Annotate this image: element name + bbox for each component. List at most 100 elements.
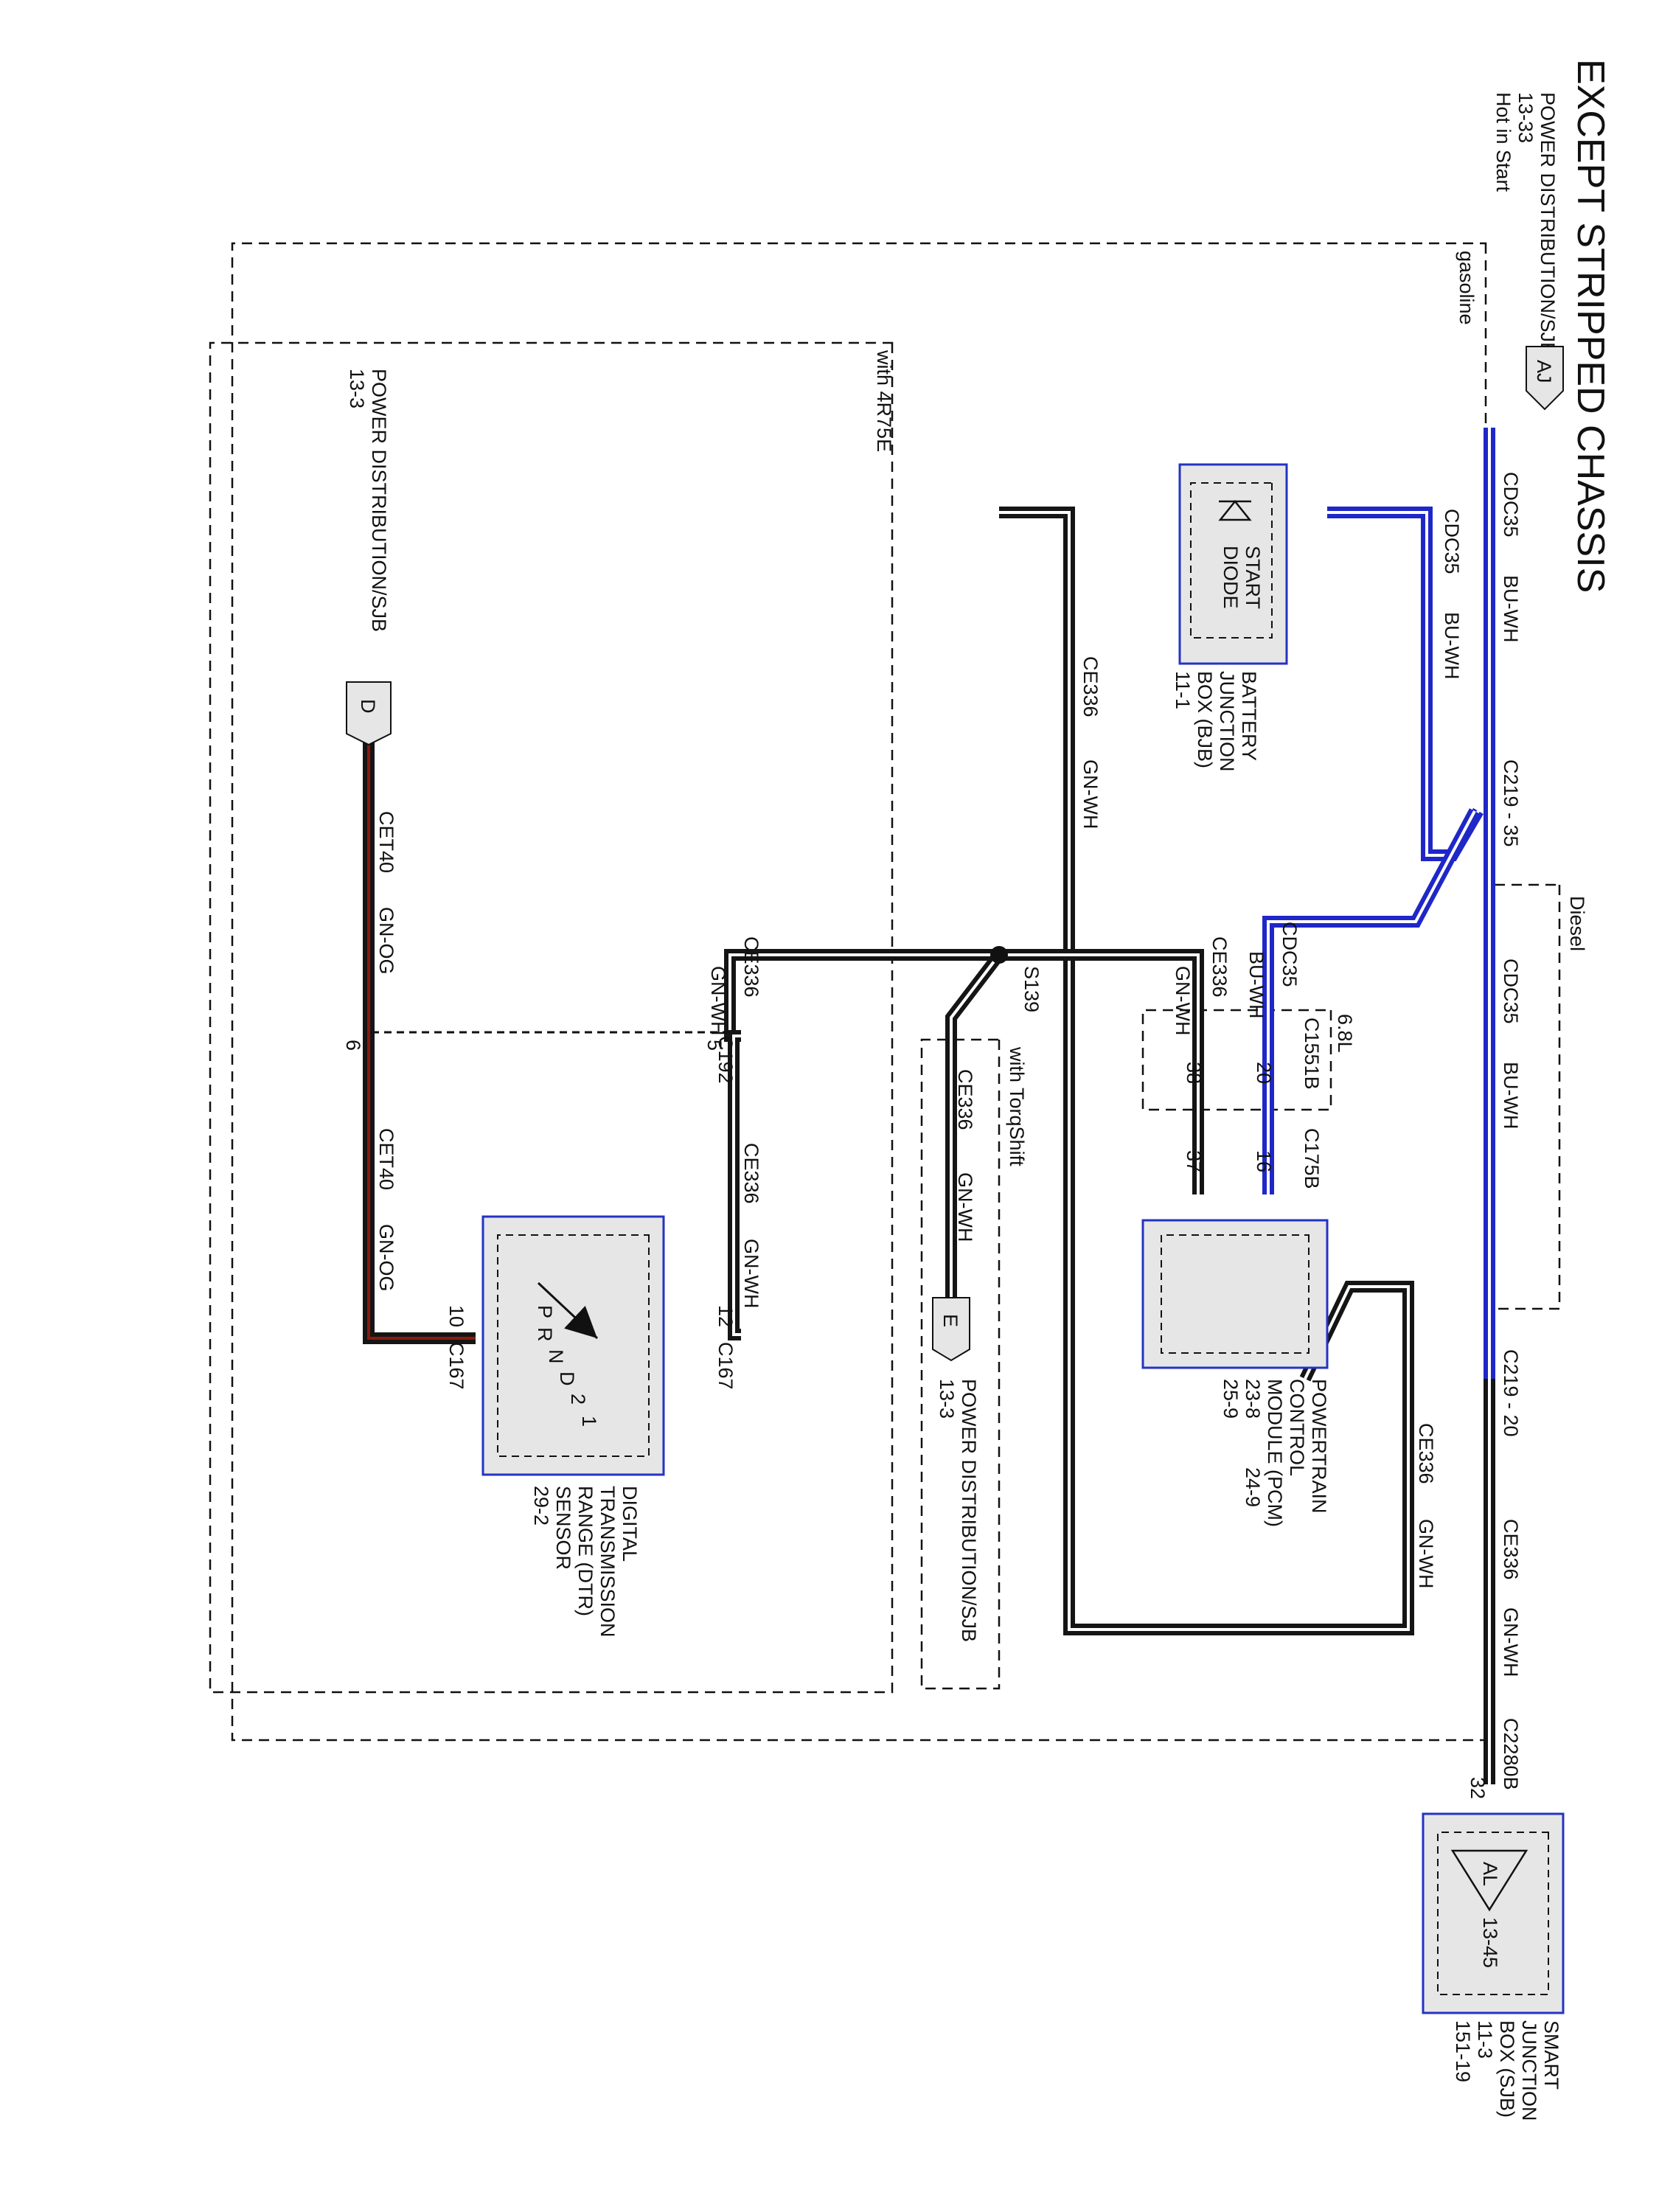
sjb-label-3: BOX (SJB) [1496,2020,1518,2118]
cdc35-top-color: BU-WH [1500,575,1522,642]
ce336-right-color: GN-WH [1172,966,1194,1035]
source-label-2: 13-33 [1514,92,1537,143]
c192-pin-b: 6 [342,1040,364,1051]
ce336-left-color: GN-WH [707,966,729,1035]
with-4r75e-label: with 4R75E [873,349,895,452]
ce336-wires [724,507,1495,1784]
cet40-top-circuit: CET40 [375,811,397,873]
sjb-label-5: 151-19 [1452,2020,1474,2082]
bjb-label-4: 11-1 [1172,671,1194,709]
c167-b-label: C167 [445,1342,467,1390]
six-eight-region [1141,1009,1332,1111]
source-label-3: Hot in Start [1492,92,1514,192]
c175b-label: C175B [1301,1128,1323,1189]
power-distribution-source: POWER DISTRIBUTION/SJB 13-33 Hot in Star… [1492,92,1564,411]
sjb-label-2: JUNCTION [1518,2020,1540,2121]
ce336-right-circuit: CE336 [1208,936,1231,998]
cet40-wires [363,734,730,1344]
cdc35-top-circuit: CDC35 [1500,472,1522,538]
connector-labels: C219 - 35 C219 - 20 C2280B 32 C1551B 20 … [342,759,1522,1799]
ce336-bottom-color: GN-WH [1500,1607,1522,1677]
sjb-label-1: SMART [1540,2020,1562,2090]
start-diode-label-2: DIODE [1220,546,1242,609]
pcm-label-1: POWERTRAIN [1308,1379,1330,1514]
dtr-switch-icon [537,1281,599,1340]
dtr-pos-d: D [556,1371,578,1386]
bjb-label-3: BOX (BJB) [1194,671,1216,768]
sjb-box [1422,1812,1565,2014]
torqshift-region [920,1038,1001,1690]
e-ref-label-2: 13-3 [936,1379,958,1419]
powertrain-control-module: POWERTRAIN CONTROL MODULE (PCM) 23-8 24-… [1141,1219,1330,1527]
start-diode-icon [1218,499,1252,521]
ce336-bjb-wire [999,507,1075,774]
cdc35-upper-color: BU-WH [1441,612,1463,679]
gasoline-region [231,242,1487,1742]
bjb-label-1: BATTERY [1238,671,1260,761]
ce336-bottom-circuit: CE336 [1500,1519,1522,1580]
dtr-pos-n: N [545,1349,567,1364]
e-connector-icon [932,1297,970,1362]
cet40-bottom-circuit: CET40 [375,1128,397,1190]
c1551b-pin-b: 38 [1183,1062,1205,1084]
aj-connector-icon [1526,346,1564,411]
ce336-vert-color: GN-WH [1079,759,1102,829]
dtr-pos-p: P [534,1305,556,1318]
with-4r75e-region [209,341,894,1694]
c175b-pin-a: 16 [1253,1150,1275,1172]
dtr-label-4: SENSOR [552,1486,574,1570]
c2280b-pin-label: 32 [1467,1777,1489,1799]
pcm-label-4: 23-8 [1242,1379,1264,1419]
pcm-label-5: 25-9 [1220,1379,1242,1419]
e-ref-label-1: POWER DISTRIBUTION/SJB [958,1379,980,1642]
c1551b-label: C1551B [1301,1018,1323,1090]
d-connector-icon [346,681,392,746]
gasoline-label: gasoline [1455,251,1478,325]
d-connector-label: D [357,699,379,714]
bjb-label-2: JUNCTION [1216,671,1238,772]
torqshift-label: with TorqShift [1006,1046,1028,1166]
wire-labels: CDC35 BU-WH CDC35 BU-WH CDC35 BU-WH CDC3… [375,472,1522,1677]
c167-b-pin: 10 [445,1305,467,1327]
c167-a-label: C167 [714,1342,737,1390]
d-ref-label-2: 13-3 [346,369,368,408]
ce336-left-wire [724,949,999,1042]
sjb-ref-label: 13-45 [1479,1917,1501,1968]
cdc35-diesel-circuit: CDC35 [1500,959,1522,1024]
cdc35-diesel-color: BU-WH [1500,1062,1522,1129]
cet40-top-color: GN-OG [375,907,397,975]
ce336-dtr-color: GN-WH [740,1239,762,1308]
dtr-pos-2: 2 [567,1394,589,1405]
c1551b-pin-a: 20 [1253,1062,1275,1084]
ce336-dtr-circuit: CE336 [740,1143,762,1204]
e-reference: E POWER DISTRIBUTION/SJB 13-3 [932,1297,980,1642]
ce336-left-circuit: CE336 [740,936,762,998]
pcm-box [1141,1219,1329,1369]
pcm-label-2: CONTROL [1286,1379,1308,1476]
sjb-label-4: 11-3 [1474,2020,1496,2059]
diesel-label: Diesel [1566,896,1588,951]
ce336-loop-wire [1063,774,1414,1635]
dtr-label-1: DIGITAL [619,1486,641,1562]
ce336-vert-circuit: CE336 [1079,656,1102,717]
dtr-box [481,1215,665,1476]
c167-a-pin: 12 [714,1305,737,1327]
pcm-label-4b: 24-9 [1242,1467,1264,1507]
cdc35-wires [1262,428,1495,1390]
c192-label: C192 [714,1036,737,1084]
dtr-pos-r: R [534,1327,556,1342]
c192-pin: 5 [703,1040,726,1051]
cdc35-upper-circuit: CDC35 [1441,509,1463,574]
cdc35-pcm-circuit: CDC35 [1279,922,1301,987]
c175b-pin-b: 37 [1183,1150,1205,1172]
c219-35-label: C219 - 35 [1500,759,1522,847]
ce336-torq-circuit: CE336 [954,1069,976,1130]
dtr-label-2: TRANSMISSION [597,1486,619,1638]
pcm-label-3: MODULE (PCM) [1264,1379,1286,1527]
c219-20-label: C219 - 20 [1500,1349,1522,1437]
dtr-pos-1: 1 [578,1416,600,1427]
diagram-title: EXCEPT STRIPPED CHASSIS [1569,59,1612,593]
ce336-loop-circuit: CE336 [1415,1423,1437,1484]
